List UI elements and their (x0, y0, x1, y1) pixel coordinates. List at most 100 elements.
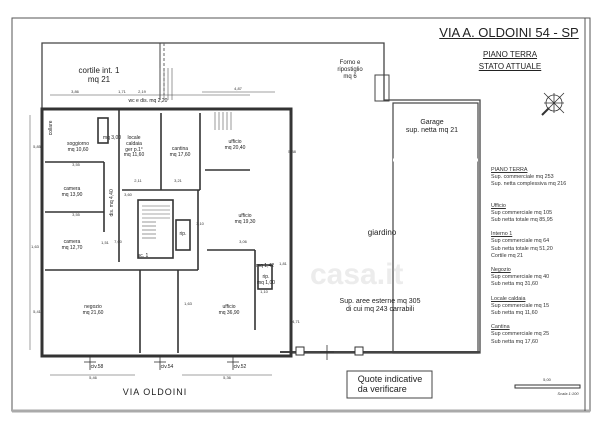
giardino-label: giardino (367, 228, 397, 237)
room-area: mq 13,90 (61, 191, 83, 198)
dimension: 3,86 (71, 89, 79, 94)
scale-label: Scala 1:100 (557, 391, 579, 396)
room-area: mq 1,00 (256, 279, 276, 286)
garage-wall (392, 102, 479, 354)
dimension: 1,10 (260, 289, 268, 294)
room-name: negozio (84, 304, 102, 310)
dimension: 3,55 (72, 162, 80, 167)
page-title: VIA A. OLDOINI 54 - SP (439, 25, 579, 40)
room-area: mq 12,70 (61, 244, 83, 251)
room-area: mq 20,40 (224, 144, 246, 151)
watermark: casa.it (310, 258, 403, 291)
room-wc-dis: wc e dis. mq 2,20 (128, 98, 168, 104)
dimension: 5,41 (33, 309, 41, 314)
room-collare: collare (48, 120, 55, 136)
dimension: 3,10 (196, 221, 204, 226)
room-name: ufficio (228, 139, 242, 145)
legend-line: Sub netta mq 11,60 (491, 310, 538, 317)
dimension: 3,21 (174, 178, 182, 183)
civic-58: civ.58 (90, 364, 104, 370)
dimension: 4,87 (234, 86, 242, 91)
dimension: 1,63 (31, 244, 39, 249)
room-dis: dis. mq 4,40 (109, 189, 116, 217)
legend-line: Sup commerciale mq 105 (491, 209, 553, 216)
forno-line: ripostiglio (337, 66, 363, 73)
legend-line: Sub netta totale mq 85,95 (491, 217, 553, 224)
scale-bar-box (514, 384, 581, 389)
dimension: 2,19 (138, 89, 146, 94)
cortile-name: cortile int. 1 (78, 66, 120, 75)
legend-title: PIANO TERRA (491, 167, 528, 173)
dimension: 5,88 (288, 149, 296, 154)
dimension: 5,46 (89, 375, 97, 380)
floor-label: PIANO TERRA (482, 50, 538, 59)
room-rip: rip. (179, 231, 187, 237)
room-area: mq 11,60 (123, 152, 145, 159)
room-name: soggiorno (67, 141, 89, 147)
civic-54: civ.54 (160, 364, 174, 370)
dimension: 1,63 (184, 301, 192, 306)
area-legend: PIANO TERRA Sup. commerciale mq 253 Sup.… (491, 167, 566, 346)
legend-line: Sup commerciale mq 64 (491, 238, 550, 245)
external-area-line: Sup. aree esterne mq 305 (339, 298, 421, 305)
legend-line: Sup commerciale mq 25 (491, 331, 550, 338)
room-name: camera (63, 239, 81, 245)
garage-area: sup. netta mq 21 (405, 127, 459, 135)
dimension: 4,71 (292, 319, 300, 324)
dimension: 1,51 (101, 240, 109, 245)
room-area: mq 10,60 (67, 146, 89, 153)
room-area: mq 17,60 (169, 151, 191, 158)
gate-pillar (295, 346, 305, 356)
legend-head-interno: Interno 1 (491, 231, 513, 238)
legend-head-cantina: Cantina (491, 324, 510, 331)
room-name: camera (63, 186, 81, 192)
legend-line: Sup commerciale mq 40 (491, 274, 550, 281)
legend-head-negozio: Negozio (491, 267, 511, 274)
dimension: 5,36 (223, 375, 231, 380)
note-box (346, 370, 433, 399)
room-area: mq 19,30 (234, 218, 256, 225)
room-wc: mq 3,00 (102, 135, 122, 141)
dimension: 7,00 (114, 239, 122, 244)
dimension: 3,55 (72, 212, 80, 217)
building-walls (40, 107, 293, 358)
street-label: VIA OLDOINI (122, 387, 188, 397)
room-name: ufficio (238, 213, 252, 219)
note-line: da verificare (357, 384, 407, 395)
legend-line: Sup commerciale mq 15 (491, 302, 550, 309)
room-rip-2: rip.mq 1,00 (256, 274, 276, 287)
dimension: 2,11 (134, 178, 142, 183)
legend-line: Sub netta mq 17,60 (491, 338, 539, 345)
gate-pillar (354, 346, 364, 356)
status-label: STATO ATTUALE (478, 62, 542, 71)
room-name: rip. (262, 274, 270, 280)
legend-head-ufficio: Ufficio (491, 202, 506, 209)
interior-walls (45, 109, 273, 353)
note-line: Quote indicative (357, 374, 423, 384)
cortile-area: mq 21 (87, 75, 111, 85)
dimension-lines (29, 91, 291, 376)
legend-head-caldaia: Locale caldaia (491, 295, 526, 302)
external-area-line: di cui mq 243 carrabili (345, 306, 415, 314)
forno-line: Forno e (339, 60, 361, 66)
legend-line: Cortile mq 21 (491, 252, 524, 259)
staircase (142, 68, 232, 239)
dimension: 1,71 (118, 89, 126, 94)
legend-line: Sup. commerciale mq 253 (491, 174, 554, 181)
scale-length: 5,00 (543, 377, 551, 382)
legend-line: Sub netta mq 31,60 (491, 281, 539, 288)
room-name: locale (127, 135, 141, 141)
